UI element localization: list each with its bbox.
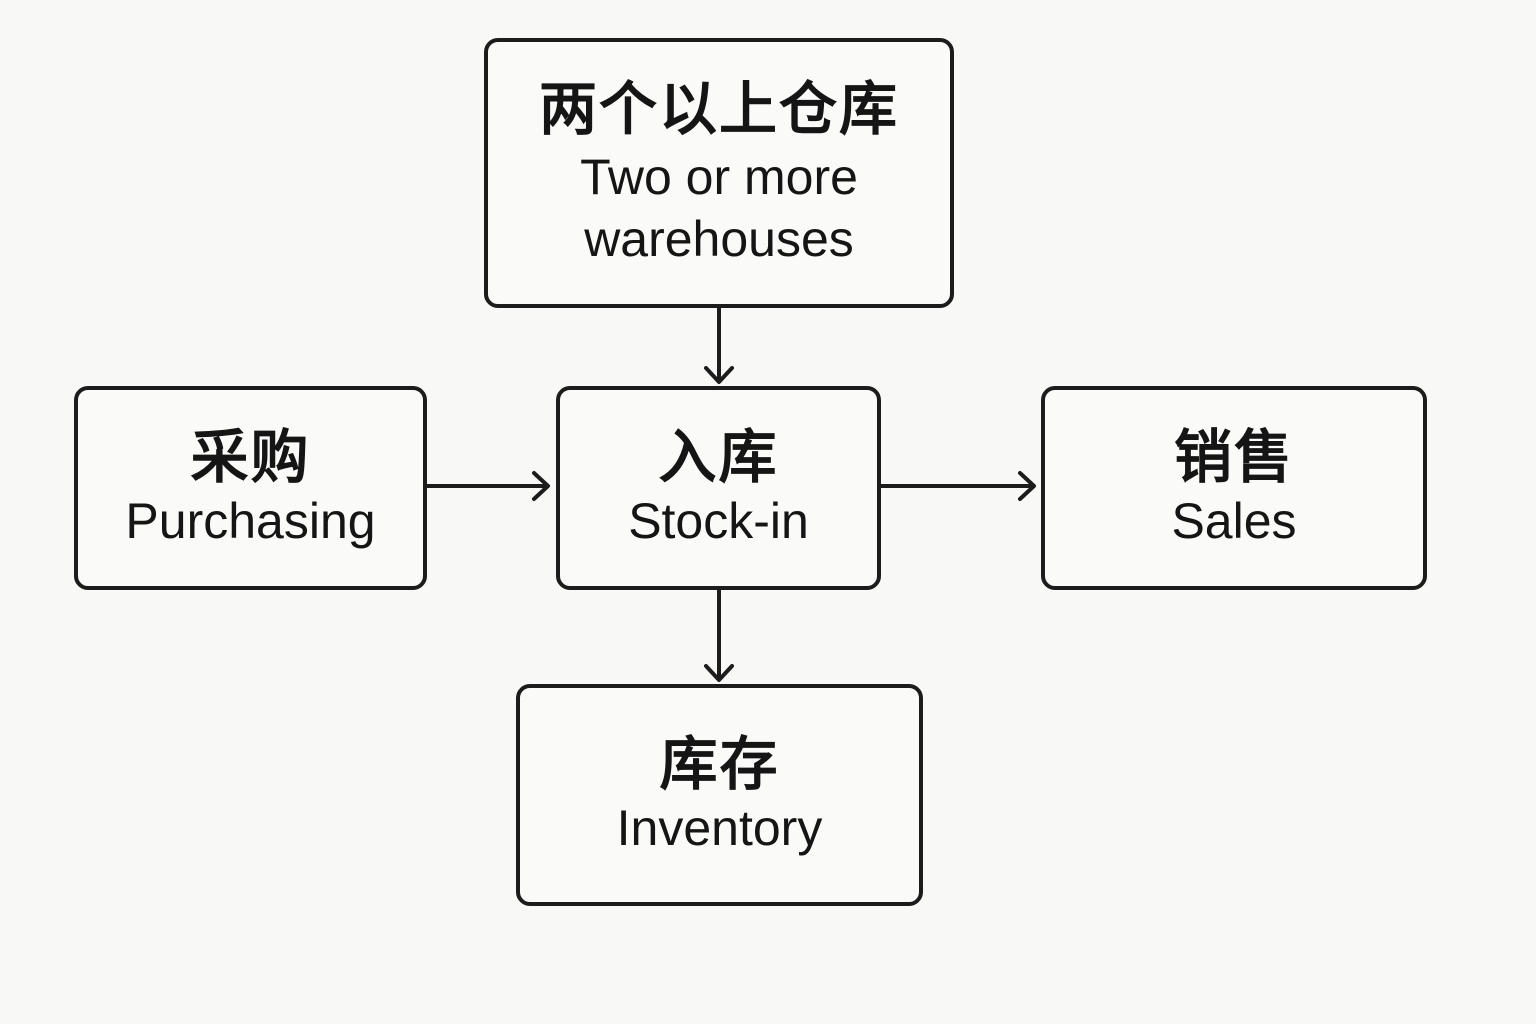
- node-inventory-en-label: Inventory: [616, 800, 823, 856]
- node-sales-en-label: Sales: [1171, 493, 1297, 549]
- edge-purchasing-to-stockin: [427, 471, 550, 501]
- node-sales-zh-label: 销售: [1173, 423, 1294, 491]
- node-purchasing: 采购 Purchasing: [74, 386, 427, 590]
- node-stockin-en-label: Stock-in: [628, 493, 809, 549]
- edge-stockin-to-sales: [881, 471, 1036, 501]
- node-stockin: 入库 Stock-in: [556, 386, 881, 590]
- node-warehouses-zh-label: 两个以上仓库: [538, 75, 899, 143]
- node-purchasing-zh-label: 采购: [190, 423, 311, 491]
- node-warehouses-en-label-line1: Two or more: [580, 149, 858, 205]
- node-warehouses: 两个以上仓库 Two or more warehouses: [484, 38, 954, 308]
- node-purchasing-en-label: Purchasing: [125, 493, 376, 549]
- node-sales: 销售 Sales: [1041, 386, 1427, 590]
- node-inventory-zh-label: 库存: [659, 730, 780, 798]
- node-warehouses-en-label-line2: warehouses: [584, 211, 854, 267]
- node-stockin-zh-label: 入库: [658, 423, 779, 491]
- edge-warehouses-to-stockin: [704, 308, 734, 384]
- node-inventory: 库存 Inventory: [516, 684, 923, 906]
- edge-stockin-to-inventory: [704, 590, 734, 682]
